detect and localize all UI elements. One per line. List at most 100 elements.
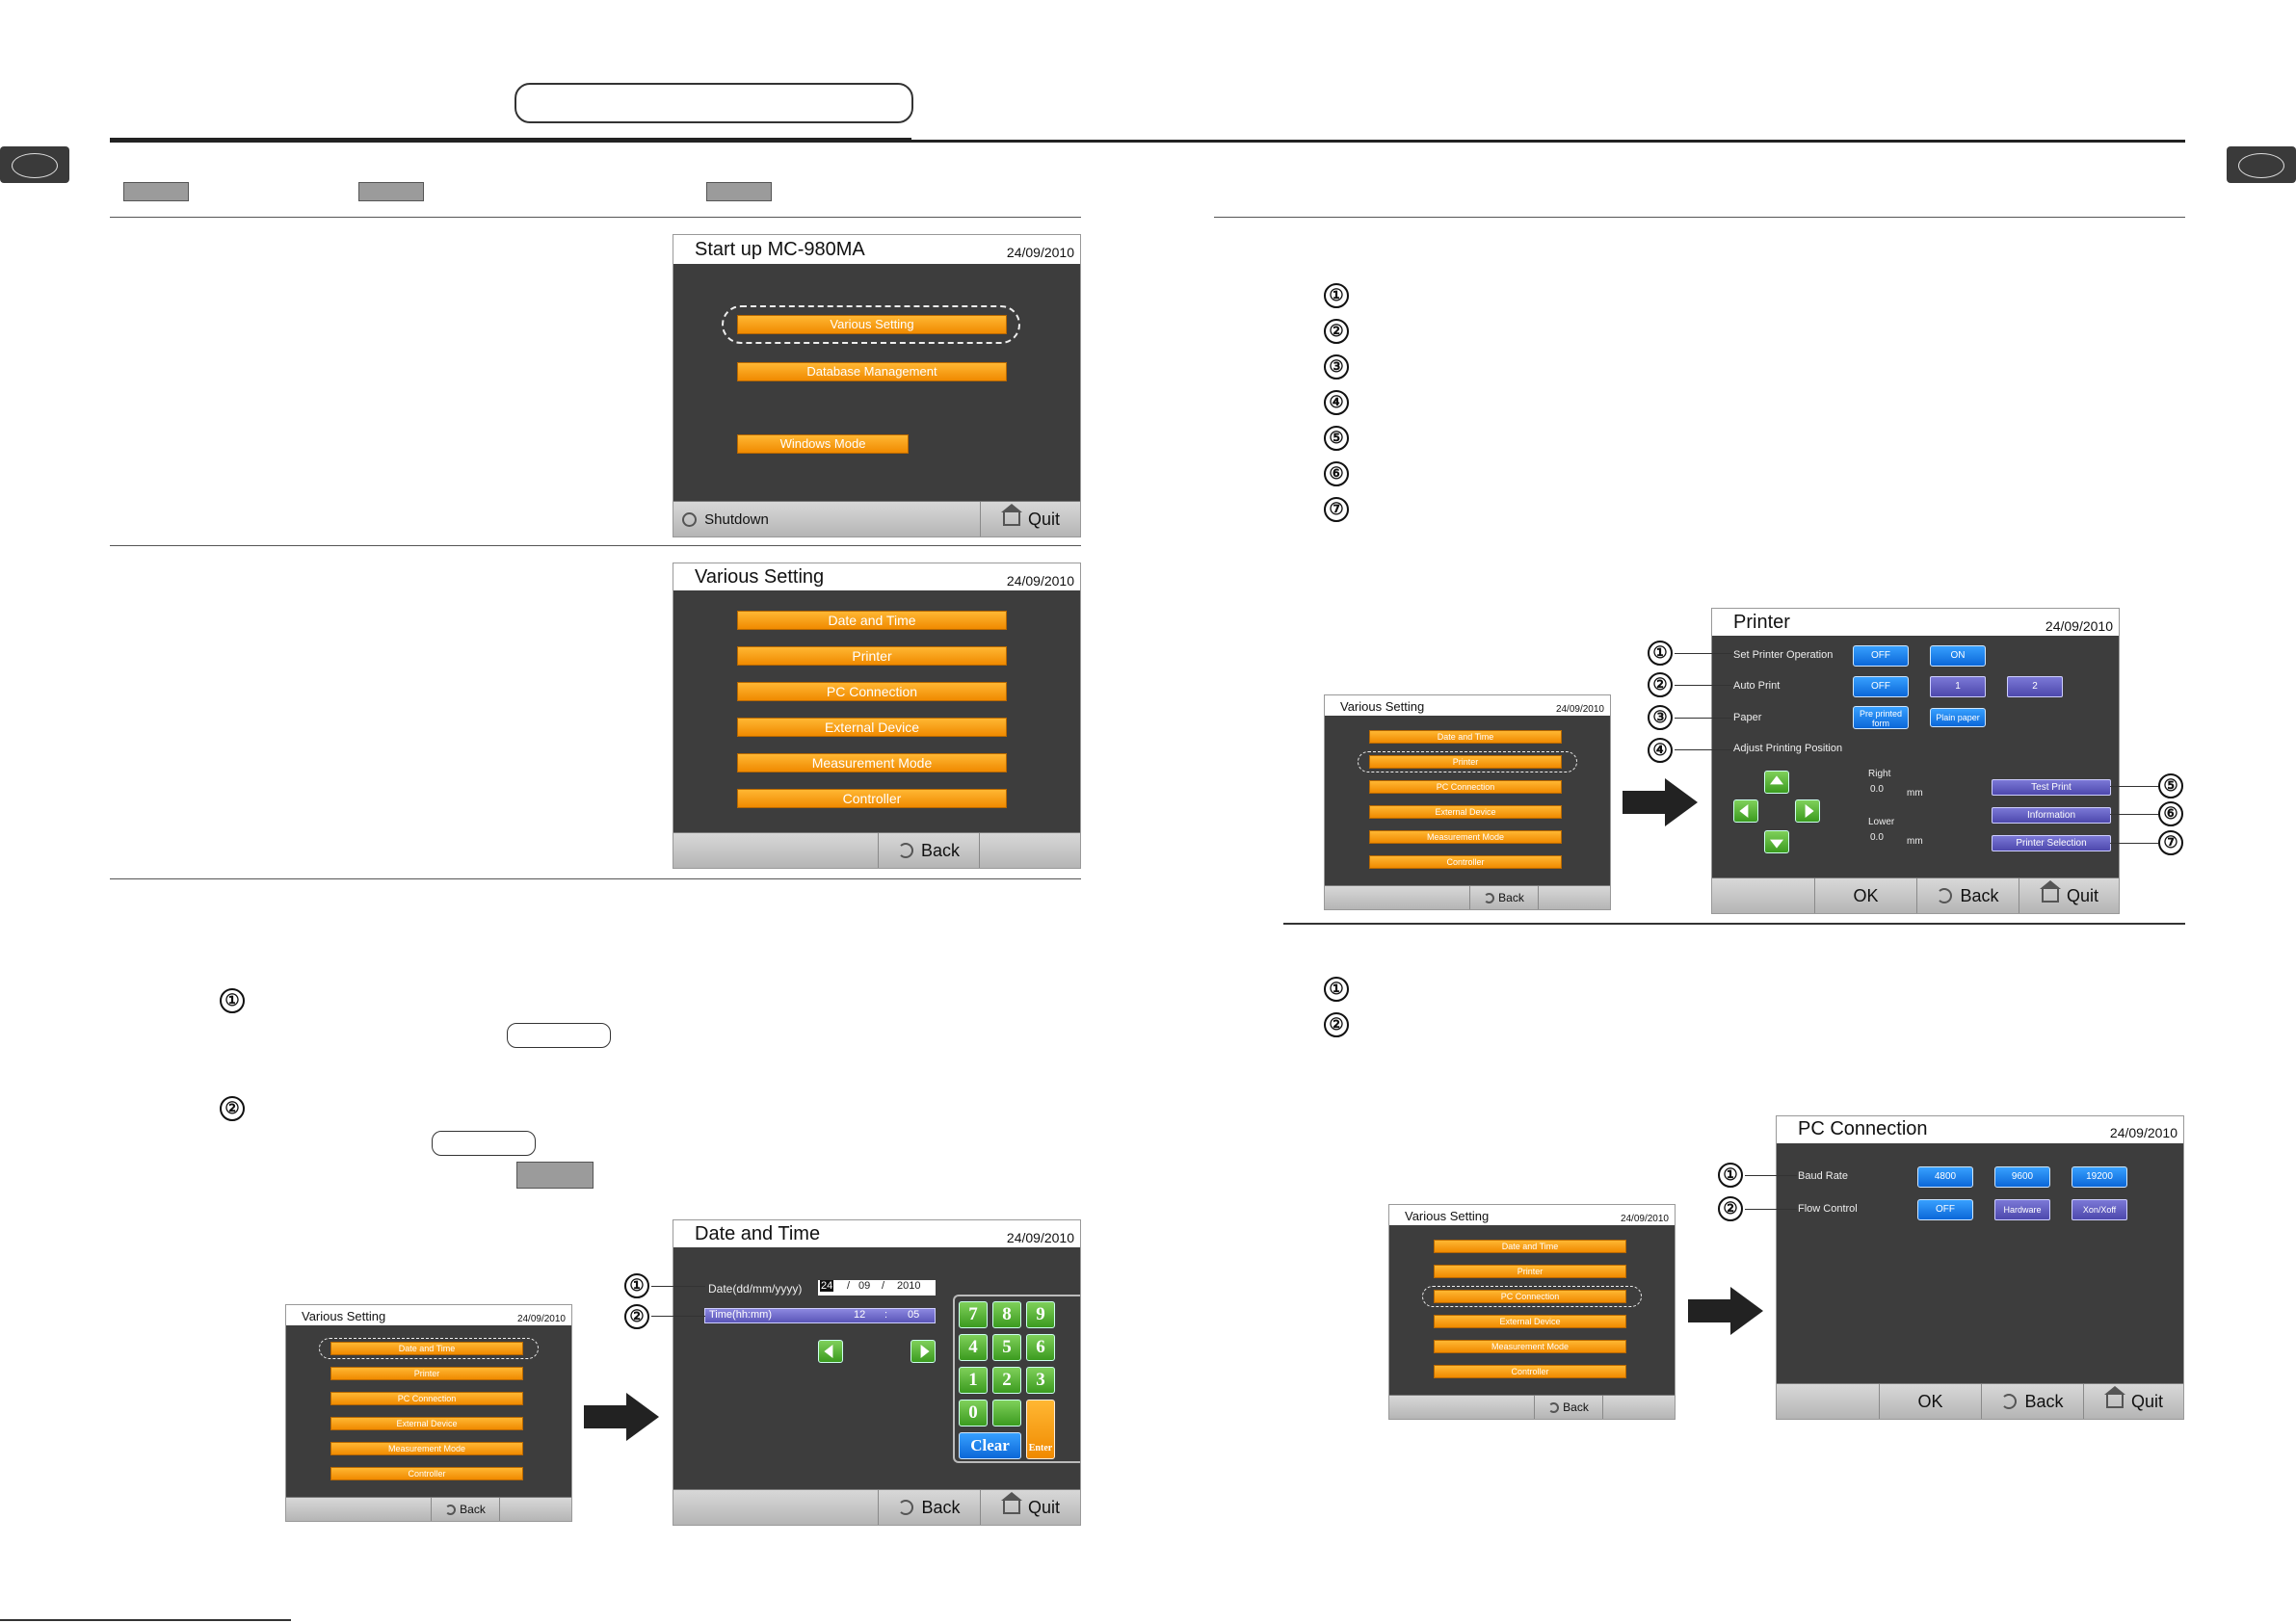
various-setting-button[interactable]: Various Setting	[737, 315, 1007, 334]
date-and-time-button[interactable]: Date and Time	[1434, 1240, 1626, 1253]
flow-off-button[interactable]: OFF	[1917, 1199, 1973, 1220]
test-print-button[interactable]: Test Print	[1992, 779, 2111, 796]
printer-button[interactable]: Printer	[1369, 755, 1562, 769]
date-and-time-button[interactable]: Date and Time	[737, 611, 1007, 630]
date-yyyy[interactable]: 2010	[897, 1280, 921, 1292]
arrow-right-icon	[1688, 1287, 1763, 1335]
pc-connection-button[interactable]: PC Connection	[737, 682, 1007, 701]
nav-tab-3	[706, 182, 772, 201]
measurement-mode-button[interactable]: Measurement Mode	[1434, 1340, 1626, 1353]
key-6[interactable]: 6	[1026, 1334, 1055, 1361]
windows-mode-button[interactable]: Windows Mode	[737, 434, 909, 454]
time-mm[interactable]: 05	[908, 1309, 920, 1321]
flow-hardware-button[interactable]: Hardware	[1994, 1199, 2050, 1220]
pc-connection-button[interactable]: PC Connection	[1369, 780, 1562, 794]
back-icon	[2001, 1394, 2018, 1409]
printer-button[interactable]: Printer	[1434, 1265, 1626, 1278]
key-blank[interactable]	[992, 1400, 1021, 1427]
up-arrow-icon[interactable]	[1764, 771, 1789, 794]
controller-button[interactable]: Controller	[1434, 1365, 1626, 1378]
baud-9600-button[interactable]: 9600	[1994, 1166, 2050, 1188]
screen-date: 24/09/2010	[1006, 1230, 1074, 1245]
left-arrow-icon[interactable]	[818, 1340, 843, 1363]
header-rule-left-thick	[110, 138, 911, 143]
date-dd[interactable]: 24	[820, 1280, 834, 1292]
right-arrow-icon[interactable]	[910, 1340, 936, 1363]
date-and-time-button[interactable]: Date and Time	[330, 1342, 523, 1355]
back-button[interactable]: Back	[1916, 878, 2019, 913]
back-button[interactable]: Back	[878, 833, 980, 868]
time-row[interactable]: Time(hh:mm) 12 : 05	[704, 1308, 936, 1323]
right-arrow-icon[interactable]	[1795, 799, 1820, 823]
callout-2: ②	[220, 1096, 245, 1121]
measurement-mode-button[interactable]: Measurement Mode	[1369, 830, 1562, 844]
enter-key[interactable]: Enter	[1026, 1400, 1055, 1459]
ok-button[interactable]: OK	[1814, 878, 1916, 913]
shutdown-button[interactable]: Shutdown	[673, 502, 778, 537]
printer-selection-button[interactable]: Printer Selection	[1992, 835, 2111, 851]
back-button[interactable]: Back	[1469, 886, 1539, 909]
auto-print-1-button[interactable]: 1	[1930, 676, 1986, 697]
back-button[interactable]: Back	[1534, 1396, 1603, 1419]
key-4[interactable]: 4	[959, 1334, 988, 1361]
key-8[interactable]: 8	[992, 1301, 1021, 1328]
clear-key[interactable]: Clear	[959, 1432, 1021, 1459]
flow-xon-xoff-button[interactable]: Xon/Xoff	[2072, 1199, 2127, 1220]
time-hh[interactable]: 12	[854, 1309, 866, 1321]
controller-button[interactable]: Controller	[330, 1467, 523, 1480]
auto-print-off-button[interactable]: OFF	[1853, 676, 1909, 697]
external-device-button[interactable]: External Device	[737, 718, 1007, 737]
key-5[interactable]: 5	[992, 1334, 1021, 1361]
down-arrow-icon[interactable]	[1764, 830, 1789, 853]
right-unit: mm	[1907, 788, 1923, 798]
back-label: Back	[1960, 885, 1999, 905]
key-1[interactable]: 1	[959, 1367, 988, 1394]
date-field[interactable]: 24 / 09 / 2010	[818, 1280, 936, 1296]
pc-connection-button[interactable]: PC Connection	[1434, 1290, 1626, 1303]
quit-button[interactable]: Quit	[2083, 1384, 2183, 1419]
pc-connection-button[interactable]: PC Connection	[330, 1392, 523, 1405]
controller-button[interactable]: Controller	[1369, 855, 1562, 869]
back-label: Back	[921, 1497, 961, 1517]
left-arrow-icon[interactable]	[1733, 799, 1758, 823]
external-device-button[interactable]: External Device	[1369, 805, 1562, 819]
controller-button[interactable]: Controller	[737, 789, 1007, 808]
auto-print-label: Auto Print	[1733, 680, 1781, 692]
key-7[interactable]: 7	[959, 1301, 988, 1328]
callout-list-3: ③	[1324, 354, 1349, 380]
back-button[interactable]: Back	[431, 1498, 500, 1521]
external-device-button[interactable]: External Device	[1434, 1315, 1626, 1328]
back-button[interactable]: Back	[878, 1490, 980, 1525]
back-button[interactable]: Back	[1981, 1384, 2083, 1419]
ok-button[interactable]: OK	[1879, 1384, 1981, 1419]
printer-operation-off-button[interactable]: OFF	[1853, 645, 1909, 667]
baud-4800-button[interactable]: 4800	[1917, 1166, 1973, 1188]
key-2[interactable]: 2	[992, 1367, 1021, 1394]
rule-right-1	[1214, 217, 2185, 218]
key-9[interactable]: 9	[1026, 1301, 1055, 1328]
key-3[interactable]: 3	[1026, 1367, 1055, 1394]
screen-title: Printer	[1733, 612, 1790, 633]
key-0[interactable]: 0	[959, 1400, 988, 1427]
printer-operation-on-button[interactable]: ON	[1930, 645, 1986, 667]
quit-button[interactable]: Quit	[980, 502, 1080, 537]
printer-button[interactable]: Printer	[737, 646, 1007, 666]
pre-printed-form-button[interactable]: Pre printed form	[1853, 706, 1909, 729]
date-sep-2: /	[882, 1280, 885, 1292]
quit-button[interactable]: Quit	[980, 1490, 1080, 1525]
measurement-mode-button[interactable]: Measurement Mode	[330, 1442, 523, 1455]
measurement-mode-button[interactable]: Measurement Mode	[737, 753, 1007, 772]
back-icon	[1548, 1401, 1560, 1413]
printer-button[interactable]: Printer	[330, 1367, 523, 1380]
leader-line	[2110, 814, 2158, 815]
plain-paper-button[interactable]: Plain paper	[1930, 708, 1986, 727]
external-device-button[interactable]: External Device	[330, 1417, 523, 1430]
date-and-time-button[interactable]: Date and Time	[1369, 730, 1562, 744]
auto-print-2-button[interactable]: 2	[2007, 676, 2063, 697]
baud-19200-button[interactable]: 19200	[2072, 1166, 2127, 1188]
date-mm[interactable]: 09	[858, 1280, 871, 1292]
printer-screen: Printer 24/09/2010 Set Printer Operation…	[1711, 608, 2120, 914]
information-button[interactable]: Information	[1992, 807, 2111, 824]
database-management-button[interactable]: Database Management	[737, 362, 1007, 381]
quit-button[interactable]: Quit	[2019, 878, 2119, 913]
